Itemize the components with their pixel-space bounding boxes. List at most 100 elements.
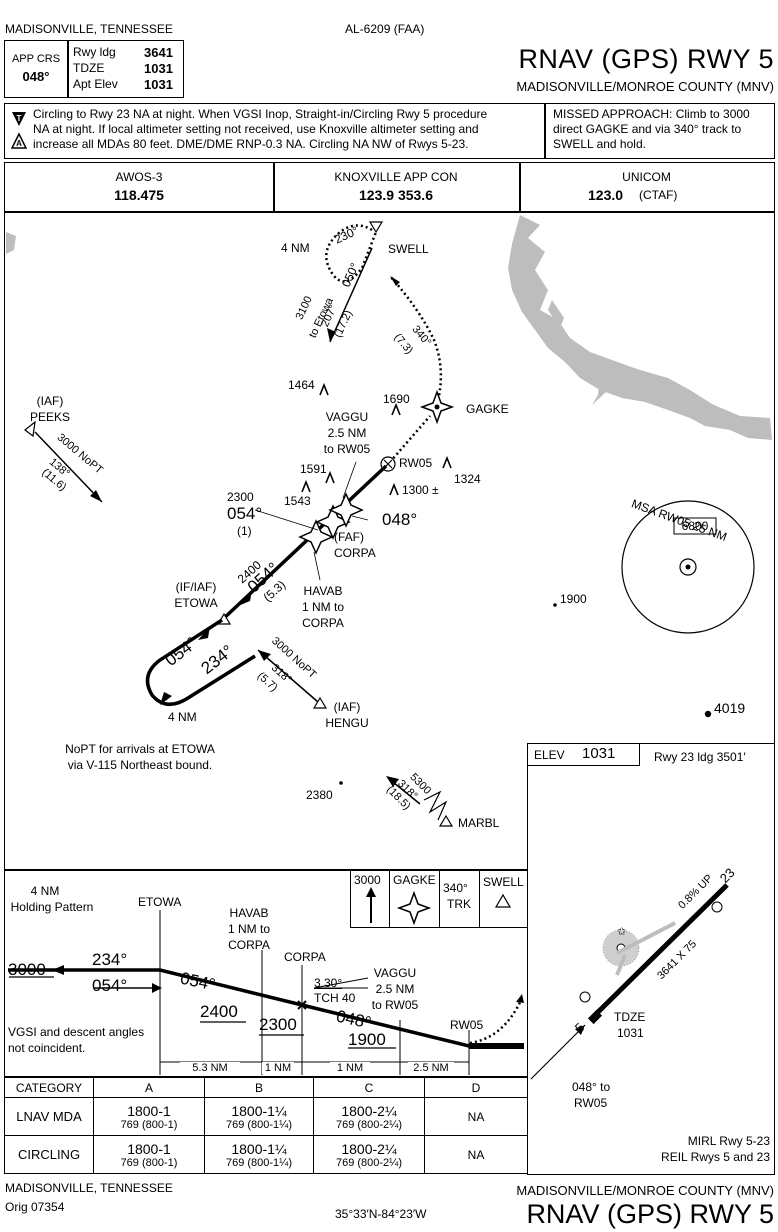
ma-track-1: 340° (443, 881, 468, 895)
min-value: 1800-1¼ (231, 1102, 287, 1119)
peeks-iaf: (IAF) (36, 394, 64, 408)
obstacle-1324: 1324 (454, 472, 481, 486)
obstacle-1300: 1300 ± (402, 483, 439, 497)
profile-tch: TCH 40 (314, 991, 356, 1005)
lighting-mirl: MIRL Rwy 5-23 (687, 1134, 770, 1148)
swell-label: SWELL (388, 242, 429, 256)
profile-vaggu-1: VAGGU (373, 966, 417, 980)
obstacle-4019: 4019 (714, 700, 746, 716)
comm-ctaf: (CTAF) (639, 188, 678, 202)
svg-text:T: T (17, 114, 22, 123)
min-header-d: D (424, 1077, 528, 1098)
vaggu-to: to RW05 (323, 442, 371, 456)
havab-to: CORPA (302, 616, 344, 630)
profile-view (4, 870, 528, 1077)
obstacle-2380: 2380 (306, 788, 333, 802)
comm-name-unicom: UNICOM (622, 170, 671, 184)
missed-approach-line-3: SWELL and hold. (553, 137, 646, 151)
rwy23-ldg: Rwy 23 ldg 3501′ (654, 750, 746, 764)
tdze-diagram-label: TDZE (614, 1010, 646, 1024)
min-header-category: CATEGORY (4, 1077, 94, 1098)
chart-id: AL-6209 (FAA) (345, 22, 425, 36)
msa-circle (621, 500, 755, 634)
profile-hold-2: Holding Pattern (10, 900, 94, 914)
nopt-note-line-1: NoPT for arrivals at ETOWA (65, 742, 215, 756)
footer-coords: 35°33′N-84°23′W (335, 1207, 427, 1221)
min-value-haa: 769 (800-2¼) (335, 1118, 403, 1131)
profile-dist-4: 2.5 NM (408, 1062, 454, 1074)
profile-havab-2: 1 NM to (227, 922, 270, 936)
tdze-diagram-value: 1031 (617, 1026, 644, 1040)
missed-approach-line-1: MISSED APPROACH: Climb to 3000 (553, 107, 750, 121)
course-048-label: 048° (382, 510, 418, 529)
min-value: 1800-1¼ (231, 1140, 287, 1157)
app-crs-label: APP CRS (11, 53, 61, 65)
airport-diagram-graphics: ✩ (530, 883, 729, 1080)
corpa-faf-icon (298, 492, 364, 555)
profile-alt-3000: 3000 (8, 960, 46, 979)
footer-airport: MADISONVILLE/MONROE COUNTY (MNV) (516, 1183, 774, 1198)
corpa-label: CORPA (334, 546, 376, 560)
min-value-haa: 769 (800-1) (120, 1156, 178, 1169)
elev-label: ELEV (534, 748, 565, 762)
tdze-label: TDZE (73, 61, 105, 75)
hold-4nm-etowa: 4 NM (168, 710, 197, 724)
obstacle-1900: 1900 (560, 592, 587, 606)
profile-havab-3: CORPA (228, 938, 270, 952)
comm-name-approach: KNOXVILLE APP CON (334, 170, 458, 184)
course-054-a: 054° (227, 504, 263, 523)
missed-approach-icons: 3000 GAGKE 340° TRK SWELL (350, 870, 528, 928)
notes-symbols-icon: T A (11, 112, 27, 149)
footer-orig: Orig 07354 (5, 1200, 65, 1214)
profile-dist-2: 1 NM (262, 1062, 294, 1074)
profile-hold-1: 4 NM (30, 884, 60, 898)
profile-crs-054-a: 054° (92, 976, 128, 995)
procedure-title: RNAV (GPS) RWY 5 (518, 44, 774, 74)
marbl-label: MARBL (458, 816, 500, 830)
gagke-fix-icon (419, 389, 455, 425)
etowa-label: ETOWA (174, 596, 218, 610)
nopt-note-line-2: via V-115 Northeast bound. (67, 758, 213, 772)
min-value-haa: 769 (800-2¼) (335, 1156, 403, 1169)
hengu-label: HENGU (325, 716, 369, 730)
profile-havab-1: HAVAB (229, 906, 269, 920)
hold-4nm-label: 4 NM (281, 241, 310, 255)
ma-icons-graphics (366, 887, 512, 926)
apt-elev-label: Apt Elev (73, 77, 118, 91)
vaggu-label: VAGGU (325, 410, 369, 424)
profile-vaggu-2: 2.5 NM (375, 982, 415, 996)
profile-note-2: not coincident. (8, 1041, 86, 1055)
alt-2300-label: 2300 (227, 490, 254, 504)
svg-text:✩: ✩ (617, 926, 626, 938)
havab-label: HAVAB (303, 584, 343, 598)
min-header-a: A (93, 1077, 205, 1098)
lake-left-shape (6, 232, 16, 254)
missed-approach-line-2: direct GAGKE and via 340° track to (553, 122, 742, 136)
obstacle-1464: 1464 (288, 378, 315, 392)
notes-line-1: Circling to Rwy 23 NA at night. When VGS… (33, 107, 488, 121)
profile-crs-234: 234° (92, 950, 128, 969)
msa-altitude: 6800 (681, 519, 709, 533)
plan-view (4, 212, 775, 870)
rwy-ldg-value: 3641 (144, 45, 173, 60)
ma-track-2: TRK (447, 897, 471, 911)
apt-elev-value: 1031 (144, 77, 173, 92)
app-crs-value: 048° (22, 69, 50, 84)
min-row-label: LNAV MDA (4, 1097, 94, 1136)
approach-course-label-2: RW05 (574, 1096, 608, 1110)
obstacle-1690: 1690 (383, 392, 410, 406)
minimums-header-row: CATEGORY A B C D (4, 1077, 528, 1098)
min-value-haa: 769 (800-1) (120, 1118, 178, 1131)
profile-vgsi-angle: 3.30° (314, 976, 343, 990)
footer-location: MADISONVILLE, TENNESSEE (5, 1181, 173, 1195)
faf-label: (FAF) (334, 530, 364, 544)
profile-etowa: ETOWA (138, 895, 182, 909)
